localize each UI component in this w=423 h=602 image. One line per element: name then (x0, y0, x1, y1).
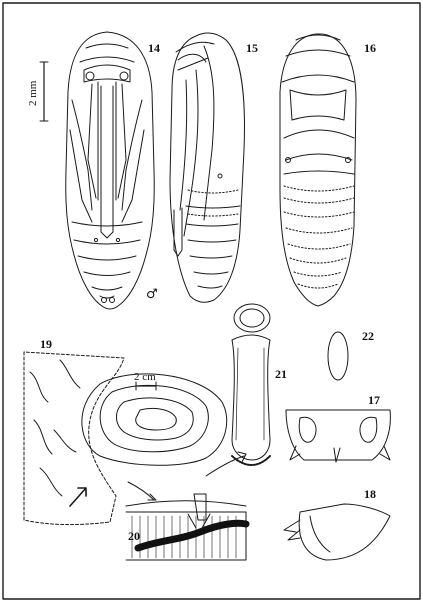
egg-drawing (327, 331, 349, 381)
panel-label-16: 16 (364, 41, 376, 55)
male-symbol: ♂ (146, 287, 158, 302)
pupa-ventral-drawing (65, 31, 155, 310)
panel-label-17: 17 (368, 393, 380, 407)
cremaster-lateral-drawing (283, 503, 391, 561)
cremaster-dorsal-drawing (285, 409, 391, 463)
scale-bar-2mm (39, 61, 49, 122)
tree-fungus-drawing (23, 351, 228, 526)
pupal-tube-drawing (231, 303, 271, 466)
panel-label-18: 18 (364, 487, 376, 501)
panel-label-22: 22 (362, 329, 374, 343)
pupa-dorsal-segments (187, 185, 355, 289)
scale-bar-2cm (135, 381, 157, 391)
panel-label-20: 20 (128, 529, 140, 543)
scale-label-2mm: 2 mm (27, 80, 39, 106)
pupa-lateral-drawing (169, 32, 245, 303)
panel-label-19: 19 (40, 337, 52, 351)
wood-section-drawing (125, 451, 250, 561)
panel-label-14: 14 (148, 41, 160, 55)
pupa-dorsal-drawing (279, 33, 357, 307)
panel-label-15: 15 (246, 41, 258, 55)
panel-label-21: 21 (275, 367, 287, 381)
scale-label-2cm: 2 cm (134, 371, 156, 383)
